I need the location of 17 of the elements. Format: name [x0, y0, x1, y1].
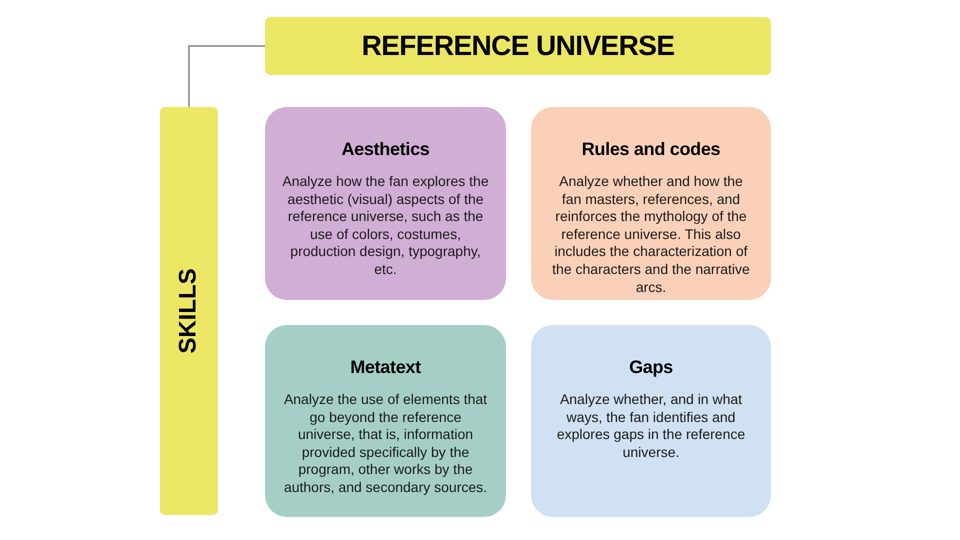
category-card [531, 107, 771, 300]
connector-line [188, 46, 266, 108]
card-description: Analyze whether, and in what ways, the fan identifies and explores gaps in the reference universe. [556, 391, 746, 462]
card-heading: Rules and codes [582, 138, 720, 161]
category-card [265, 107, 506, 300]
card-heading: Gaps [629, 356, 673, 379]
card-description: Analyze how the fan explores the aesthetic (visual) aspects of the reference universe, such as the use of colors, costumes, production design, typography, etc. [282, 173, 489, 279]
card-description: Analyze the use of elements that go beyond the reference universe, that is, information provided specifically by the program, other works by the authors, and secondary sources. [282, 391, 488, 497]
card-heading: Metatext [350, 356, 421, 379]
card-description: Analyze whether and how the fan masters, references, and reinforces the mythology of the reference universe. This also includes the characterization of the characters and the narrative arcs. [551, 173, 751, 296]
vertical-label: SKILLS [177, 268, 201, 354]
category-card [531, 325, 771, 517]
banner-title: REFERENCE UNIVERSE [362, 30, 674, 62]
vertical-bar [160, 107, 218, 515]
category-card [265, 325, 506, 517]
card-heading: Aesthetics [341, 138, 430, 161]
header-band [265, 17, 771, 75]
